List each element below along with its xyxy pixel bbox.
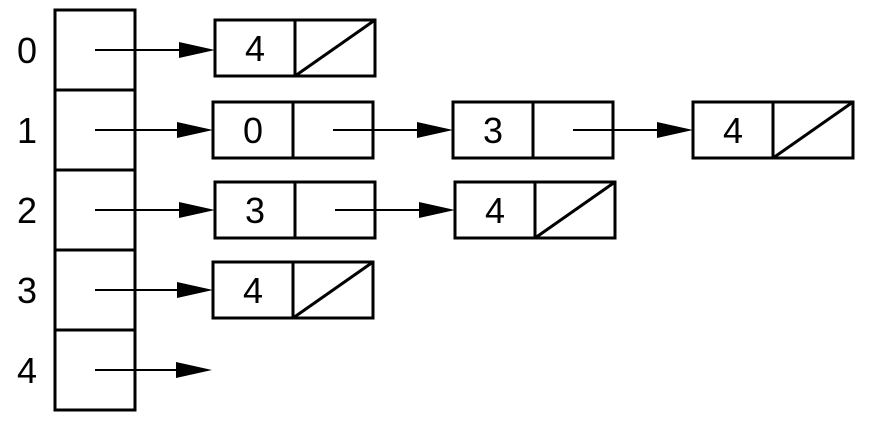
array-index-label: 3 bbox=[17, 270, 37, 311]
head-pointer-arrow bbox=[95, 282, 213, 298]
array-index-label: 4 bbox=[17, 350, 37, 391]
head-pointer-arrow bbox=[95, 362, 212, 378]
arrow-head bbox=[179, 202, 215, 218]
list-node: 4 bbox=[691, 100, 855, 160]
list-node: 4 bbox=[453, 180, 617, 240]
node-value: 3 bbox=[483, 110, 503, 151]
node-value: 4 bbox=[243, 270, 263, 311]
array-index-label: 2 bbox=[17, 190, 37, 231]
arrow-head bbox=[657, 122, 693, 138]
linked-lists: 4 0 3 4 3 4 4 bbox=[211, 18, 855, 320]
list-node: 4 bbox=[213, 18, 377, 78]
node-value: 4 bbox=[723, 110, 743, 151]
null-pointer-slash bbox=[292, 260, 374, 320]
arrow-head bbox=[419, 202, 455, 218]
node-value: 0 bbox=[243, 110, 263, 151]
next-pointer-arrow bbox=[335, 202, 455, 218]
arrow-head bbox=[179, 42, 215, 58]
node-value: 4 bbox=[245, 28, 265, 69]
node-value: 4 bbox=[485, 190, 505, 231]
head-pointer-arrow bbox=[95, 42, 215, 58]
head-pointer-arrow bbox=[95, 122, 213, 138]
head-pointer-arrow bbox=[95, 202, 215, 218]
null-pointer-slash bbox=[772, 100, 854, 160]
next-pointer-arrow bbox=[333, 122, 453, 138]
arrow-head bbox=[177, 282, 213, 298]
node-value: 3 bbox=[245, 190, 265, 231]
arrow-head bbox=[176, 362, 212, 378]
list-node: 4 bbox=[211, 260, 375, 320]
arrow-head bbox=[177, 122, 213, 138]
pointer-arrows bbox=[95, 42, 693, 378]
null-pointer-slash bbox=[534, 180, 616, 240]
next-pointer-arrow bbox=[573, 122, 693, 138]
null-pointer-slash bbox=[294, 18, 376, 78]
array-index-label: 1 bbox=[17, 110, 37, 151]
array-index-label: 0 bbox=[17, 30, 37, 71]
arrow-head bbox=[417, 122, 453, 138]
